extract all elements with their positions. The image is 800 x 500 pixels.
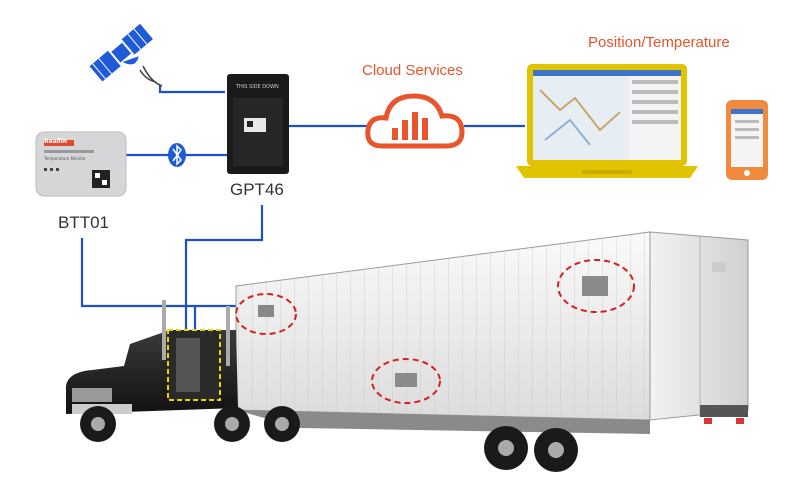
trailer [235,231,749,434]
cloud-services-label: Cloud Services [362,62,463,79]
tracker-to-truck-line [184,205,264,330]
sensor-caption-text: Temperature Monitor [44,156,86,161]
tracker-top-text: THIS SIDE DOWN [236,84,279,90]
connector-lines [80,85,525,330]
btt01-sensor [35,131,127,197]
sensor-brand-text: Reallin [44,138,68,145]
wheels [80,406,578,472]
phone-icon [726,100,768,180]
satellite-icon [89,23,153,82]
position-temperature-label: Position/Temperature [588,34,730,51]
signal-waves [139,65,163,87]
truck-cab [66,300,238,414]
gpt46-tracker [227,74,289,174]
sensor-to-trailer-line [80,238,242,308]
laptop-icon [516,64,698,178]
satellite-to-tracker-line [158,85,225,94]
cloud-bar-chart-icon [365,93,465,149]
sensor-location-highlights [235,259,635,404]
btt01-label: BTT01 [58,213,110,232]
gpt46-label: GPT46 [230,180,284,199]
bluetooth-icon [168,143,186,167]
